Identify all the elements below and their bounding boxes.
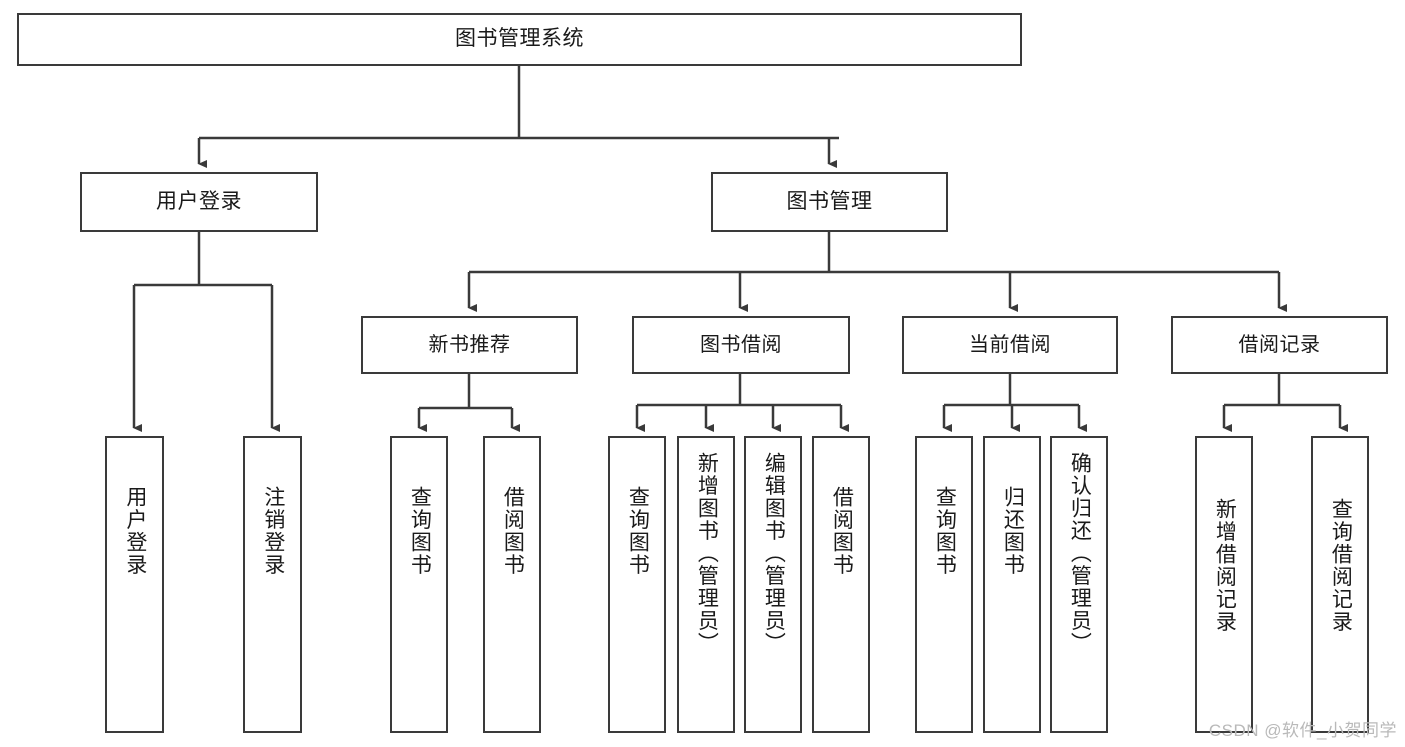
node-label: 确认归还（管理员） xyxy=(1068,452,1092,655)
node-leaf-query-book[interactable]: 查询图书 xyxy=(608,436,666,733)
node-label: 借阅图书 xyxy=(501,486,525,576)
node-root-system[interactable]: 图书管理系统 xyxy=(17,13,1022,66)
node-label: 查询图书 xyxy=(626,486,650,576)
node-leaf-logout[interactable]: 注销登录 xyxy=(243,436,302,733)
node-current-borrow[interactable]: 当前借阅 xyxy=(902,316,1118,374)
node-label: 新增图书（管理员） xyxy=(695,452,719,655)
node-label: 编辑图书（管理员） xyxy=(762,452,786,655)
node-label: 注销登录 xyxy=(261,486,285,576)
node-label: 借阅记录 xyxy=(1238,333,1321,356)
node-label: 图书管理系统 xyxy=(455,27,584,51)
node-book-manage[interactable]: 图书管理 xyxy=(711,172,948,232)
node-borrow-record[interactable]: 借阅记录 xyxy=(1171,316,1388,374)
node-book-borrow[interactable]: 图书借阅 xyxy=(632,316,850,374)
node-label: 图书借阅 xyxy=(700,333,782,356)
node-leaf-confirm-return[interactable]: 确认归还（管理员） xyxy=(1050,436,1108,733)
node-user-login[interactable]: 用户登录 xyxy=(80,172,318,232)
node-leaf-add-book[interactable]: 新增图书（管理员） xyxy=(677,436,735,733)
node-label: 借阅图书 xyxy=(830,486,854,576)
node-leaf-borrow-book[interactable]: 借阅图书 xyxy=(812,436,870,733)
node-leaf-query-record[interactable]: 查询借阅记录 xyxy=(1311,436,1369,733)
node-leaf-query-book-rec[interactable]: 查询图书 xyxy=(390,436,448,733)
node-label: 图书管理 xyxy=(786,189,873,213)
node-label: 用户登录 xyxy=(123,486,147,576)
node-leaf-user-login[interactable]: 用户登录 xyxy=(105,436,164,733)
node-label: 新增借阅记录 xyxy=(1213,498,1237,633)
node-label: 归还图书 xyxy=(1001,486,1025,576)
node-label: 查询图书 xyxy=(408,486,432,576)
node-label: 查询图书 xyxy=(933,486,957,576)
node-new-book-rec[interactable]: 新书推荐 xyxy=(361,316,578,374)
node-leaf-borrow-book-rec[interactable]: 借阅图书 xyxy=(483,436,541,733)
node-label: 用户登录 xyxy=(156,189,242,213)
node-label: 查询借阅记录 xyxy=(1329,498,1353,633)
node-leaf-query-book-cur[interactable]: 查询图书 xyxy=(915,436,973,733)
node-leaf-edit-book[interactable]: 编辑图书（管理员） xyxy=(744,436,802,733)
node-leaf-add-record[interactable]: 新增借阅记录 xyxy=(1195,436,1253,733)
node-leaf-return-book[interactable]: 归还图书 xyxy=(983,436,1041,733)
node-label: 当前借阅 xyxy=(969,333,1051,356)
node-label: 新书推荐 xyxy=(428,333,511,356)
